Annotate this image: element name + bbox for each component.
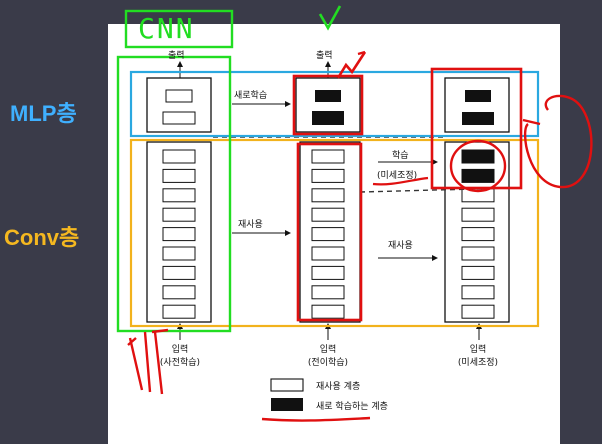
mlp-region-box (129, 70, 540, 138)
col2-output-label: 출력 (316, 51, 333, 61)
green-check-mark (318, 5, 342, 31)
conv-layer-reused (311, 246, 345, 261)
column-finetune (444, 77, 510, 340)
conv-layer-reused (162, 285, 196, 300)
conv-layer-label: Conv층 (4, 225, 80, 250)
col2-input-line1: 입력 (319, 345, 337, 355)
conv-layer-reused (162, 188, 196, 203)
col2-mlp-new-layer (315, 90, 341, 102)
conv-layer-reused (162, 207, 196, 222)
cnn-highlight-box (116, 55, 232, 333)
mlp-layer-label: MLP층 (10, 101, 77, 126)
legend-new-swatch (271, 398, 303, 411)
reuse-label-left: 재사용 (238, 220, 263, 230)
cnn-note-text: CNN (138, 12, 195, 45)
legend-new-text: 새로 학습하는 계층 (316, 402, 388, 412)
conv-layer-new (461, 149, 495, 164)
conv-layer-reused (311, 168, 345, 183)
red-mark-col2-mlp (292, 74, 364, 136)
conv-layer-reused (461, 207, 495, 222)
column-pretraining (146, 61, 212, 340)
conv-layer-reused (461, 227, 495, 242)
col1-mlp-layer (162, 111, 196, 125)
red-arrow-scribble (127, 328, 169, 395)
conv-layer-reused (461, 246, 495, 261)
col1-input-line2: (사전학습) (159, 358, 201, 368)
col2-mlp-new-layer (312, 111, 344, 125)
diagram-stage: MLP층 Conv층 (4, 5, 593, 444)
conv-layer-reused (162, 168, 196, 183)
finetune-label-bottom: (미세조정) (377, 171, 418, 181)
transfer-learning-diagram (116, 5, 593, 422)
red-underline-legend (261, 416, 371, 422)
conv-layer-reused (461, 285, 495, 300)
conv-layer-reused (162, 227, 196, 242)
col2-input-label: 입력 (전이학습) (296, 342, 360, 368)
conv-layer-reused (162, 149, 196, 164)
conv-layer-reused (461, 265, 495, 280)
column-transfer (295, 61, 361, 340)
col3-mlp-new-layer (462, 112, 494, 125)
col2-input-line2: (전이학습) (307, 358, 349, 368)
conv-layer-reused (311, 304, 345, 319)
col1-input-label: 입력 (사전학습) (148, 342, 212, 368)
conv-layer-reused (311, 265, 345, 280)
conv-region-box (129, 138, 540, 328)
red-mark-col2-conv (296, 142, 363, 322)
red-underline-finetune (372, 176, 429, 186)
conv-layer-reused (162, 246, 196, 261)
conv-layer-reused (162, 265, 196, 280)
conv-layer-reused (311, 149, 345, 164)
red-circle-finetune (449, 139, 507, 193)
red-side-scribble (523, 94, 593, 189)
conv-layer-reused (311, 207, 345, 222)
conv-layer-reused (162, 304, 196, 319)
col3-input-line2: (미세조정) (457, 358, 499, 368)
conv-layer-new (461, 168, 495, 183)
col3-mlp-new-layer (465, 90, 491, 102)
finetune-label-top: 학습 (392, 151, 409, 161)
red-check-mark (357, 50, 366, 56)
legend-reused-text: 재사용 계층 (316, 382, 361, 392)
red-side-scribble (522, 118, 541, 126)
col3-input-label: 입력 (미세조정) (446, 342, 510, 368)
legend-reused-swatch (270, 378, 304, 392)
cnn-note-box (124, 9, 234, 49)
red-mark-col3 (430, 67, 523, 190)
col1-mlp-layer (165, 89, 193, 103)
conv-layer-reused (311, 227, 345, 242)
red-check-mark (336, 51, 367, 79)
conv-layer-reused (311, 285, 345, 300)
col3-input-line1: 입력 (469, 345, 487, 355)
col1-input-line1: 입력 (171, 345, 189, 355)
new-training-label: 새로학습 (234, 91, 268, 101)
conv-layer-reused (461, 304, 495, 319)
conv-layer-reused (311, 188, 345, 203)
reuse-label-right: 재사용 (388, 241, 413, 251)
col1-output-label: 출력 (168, 51, 185, 61)
